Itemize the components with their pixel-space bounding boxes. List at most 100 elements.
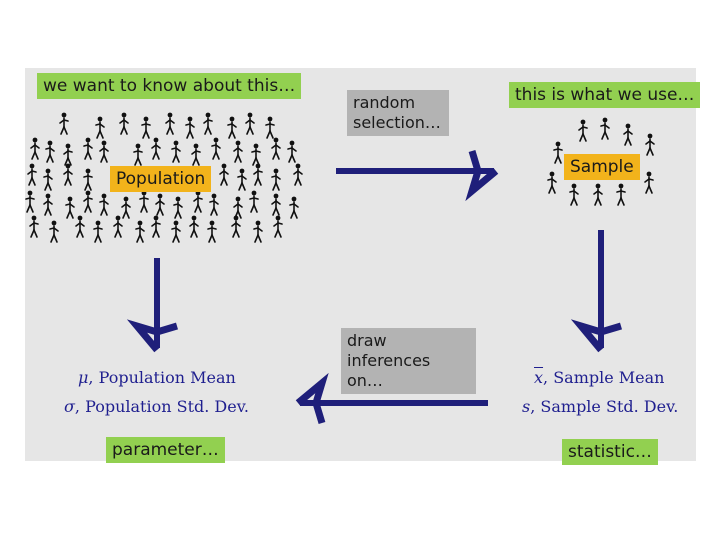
stick-figure-icon	[75, 215, 85, 238]
stick-figure-icon	[63, 143, 73, 166]
stick-figure-icon	[171, 140, 181, 163]
stick-figure-icon	[83, 190, 93, 213]
stick-figure-icon	[271, 193, 281, 216]
stick-figure-icon	[593, 183, 603, 206]
stick-figure-icon	[43, 168, 53, 191]
stick-figure-icon	[219, 163, 229, 186]
stick-figure-icon	[553, 141, 563, 164]
stick-figure-icon	[119, 112, 129, 135]
stick-figure-icon	[253, 163, 263, 186]
sigma-text: , Population Std. Dev.	[74, 397, 249, 416]
xbar-text: , Sample Mean	[543, 368, 665, 387]
stick-figure-icon	[253, 220, 263, 243]
mu-text: , Population Mean	[88, 368, 236, 387]
sample-mean-formula: x, Sample Mean	[534, 368, 664, 387]
stick-figure-icon	[139, 190, 149, 213]
stick-figure-icon	[287, 140, 297, 163]
sigma-symbol: σ	[64, 397, 75, 416]
stick-figure-icon	[83, 168, 93, 191]
stick-figure-icon	[185, 116, 195, 139]
stick-figure-icon	[271, 137, 281, 160]
stick-figure-icon	[644, 171, 654, 194]
stick-figure-icon	[231, 215, 241, 238]
stick-figure-icon	[273, 215, 283, 238]
stick-figure-icon	[189, 215, 199, 238]
stick-figure-icon	[207, 220, 217, 243]
stick-figure-icon	[233, 196, 243, 219]
stick-figure-icon	[99, 193, 109, 216]
stick-figure-icon	[65, 196, 75, 219]
down-arrow-right-icon	[570, 230, 623, 353]
left-arrow-icon	[295, 372, 488, 425]
stick-figure-icon	[29, 215, 39, 238]
right-arrow-icon	[336, 149, 499, 202]
stick-figure-icon	[289, 196, 299, 219]
what-we-use-label: this is what we use…	[509, 82, 701, 108]
stick-figure-icon	[93, 220, 103, 243]
stick-figure-icon	[121, 196, 131, 219]
stick-figure-icon	[191, 143, 201, 166]
sample-label: Sample	[564, 154, 640, 180]
stick-figure-icon	[30, 137, 40, 160]
random-line-2: selection…	[353, 113, 441, 132]
stick-figure-icon	[99, 140, 109, 163]
s-text: , Sample Std. Dev.	[530, 397, 679, 416]
stick-figure-icon	[616, 183, 626, 206]
stick-figure-icon	[233, 140, 243, 163]
stick-figure-icon	[645, 133, 655, 156]
want-to-know-label: we want to know about this…	[37, 73, 302, 99]
parameter-label: parameter…	[106, 437, 225, 463]
stick-figure-icon	[623, 123, 633, 146]
stick-figure-icon	[271, 168, 281, 191]
stick-figure-icon	[133, 143, 143, 166]
mu-symbol: μ	[78, 368, 89, 387]
stick-figure-icon	[251, 143, 261, 166]
population-mean-formula: μ, Population Mean	[78, 368, 236, 387]
stick-figure-icon	[165, 112, 175, 135]
stick-figures	[25, 112, 655, 243]
stick-figure-icon	[83, 137, 93, 160]
stick-figure-icon	[578, 119, 588, 142]
sample-sd-formula: s, Sample Std. Dev.	[522, 397, 678, 416]
stick-figure-icon	[209, 193, 219, 216]
stick-figure-icon	[49, 220, 59, 243]
statistic-label: statistic…	[562, 439, 658, 465]
stick-figure-icon	[95, 116, 105, 139]
draw-inferences-label: draw inferences on…	[341, 328, 476, 394]
stick-figure-icon	[293, 163, 303, 186]
population-label: Population	[110, 166, 212, 192]
stick-figure-icon	[27, 163, 37, 186]
stick-figure-icon	[141, 116, 151, 139]
xbar-symbol: x	[534, 368, 544, 387]
random-selection-label: random selection…	[347, 90, 449, 136]
stick-figure-icon	[237, 168, 247, 191]
stick-figure-icon	[155, 193, 165, 216]
population-sd-formula: σ, Population Std. Dev.	[64, 397, 249, 416]
stick-figure-icon	[249, 190, 259, 213]
flow-arrows	[126, 149, 623, 425]
stick-figure-icon	[151, 215, 161, 238]
stick-figure-icon	[245, 112, 255, 135]
stick-figure-icon	[569, 183, 579, 206]
stick-figure-icon	[59, 112, 69, 135]
stick-figure-icon	[43, 193, 53, 216]
stick-figure-icon	[211, 137, 221, 160]
stick-figure-icon	[600, 117, 610, 140]
random-line-1: random	[353, 93, 416, 112]
stick-figure-icon	[171, 220, 181, 243]
stick-figure-icon	[173, 196, 183, 219]
stick-figure-icon	[227, 116, 237, 139]
stick-figure-icon	[25, 190, 35, 213]
stick-figure-icon	[547, 171, 557, 194]
stick-figure-icon	[113, 215, 123, 238]
stick-figure-icon	[63, 163, 73, 186]
stick-figure-icon	[193, 190, 203, 213]
draw-line-2: inferences on…	[347, 351, 431, 390]
stick-figure-icon	[203, 112, 213, 135]
stick-figure-icon	[265, 116, 275, 139]
down-arrow-left-icon	[126, 258, 179, 353]
s-symbol: s	[522, 397, 531, 416]
stick-figure-icon	[151, 137, 161, 160]
stick-figure-icon	[135, 220, 145, 243]
